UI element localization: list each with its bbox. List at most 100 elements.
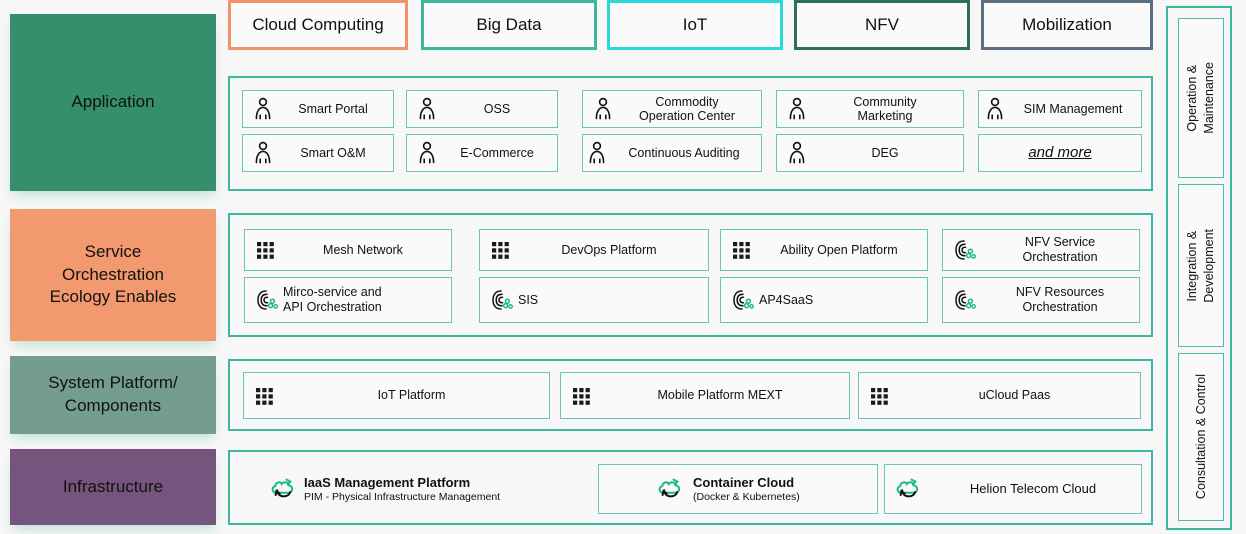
- sys-item-ucloud-paas[interactable]: uCloud Paas: [858, 372, 1141, 419]
- svc-item-ability-open-platform[interactable]: Ability Open Platform: [720, 229, 928, 271]
- person-icon: [587, 141, 607, 165]
- inf-item-helion-telecom-cloud[interactable]: Helion Telecom Cloud: [884, 464, 1142, 514]
- person-icon: [985, 97, 1005, 121]
- orchestration-icon: [255, 287, 283, 313]
- person-icon: [253, 141, 273, 165]
- app-item-label: Commodity Operation Center: [639, 94, 735, 123]
- rail-item-label: Integration & Development: [1185, 228, 1216, 303]
- app-item-sim-management[interactable]: SIM Management: [978, 90, 1142, 128]
- app-item-label: E-Commerce: [460, 145, 534, 160]
- person-icon: [593, 97, 613, 121]
- app-item-e-commerce[interactable]: E-Commerce: [406, 134, 558, 172]
- grid-dots-icon: [490, 240, 510, 260]
- rail-item-consultation-control[interactable]: Consultation & Control: [1178, 353, 1224, 521]
- person-icon: [253, 97, 273, 121]
- domain-tag-label: Cloud Computing: [252, 15, 384, 34]
- orchestration-icon: [490, 287, 518, 313]
- domain-tag-label: Mobilization: [1022, 15, 1112, 34]
- domain-tag-mobilization[interactable]: Mobilization: [981, 0, 1153, 50]
- layer-label-text: System Platform/ Components: [48, 373, 178, 415]
- app-item-label: and more: [1028, 144, 1092, 161]
- sys-item-label: IoT Platform: [377, 388, 446, 402]
- app-item-label: OSS: [483, 101, 511, 116]
- svc-item-label: Mesh Network: [323, 242, 403, 257]
- app-item-label: Smart Portal: [298, 101, 368, 116]
- sys-item-iot-platform[interactable]: IoT Platform: [243, 372, 550, 419]
- app-item-oss[interactable]: OSS: [406, 90, 558, 128]
- sys-item-mobile-platform-mext[interactable]: Mobile Platform MEXT: [560, 372, 850, 419]
- person-icon: [417, 141, 437, 165]
- grid-dots-icon: [869, 386, 889, 406]
- domain-tag-label: Big Data: [476, 15, 542, 34]
- inf-item-container-cloud[interactable]: Container Cloud (Docker & Kubernetes): [598, 464, 878, 514]
- layer-label-text: Infrastructure: [62, 476, 164, 496]
- app-item-deg[interactable]: DEG: [776, 134, 964, 172]
- right-rail: Operation & Maintenance Integration & De…: [1166, 6, 1232, 530]
- svc-item-nfv-resources-orchestration[interactable]: NFV Resources Orchestration: [942, 277, 1140, 323]
- app-item-label: Continuous Auditing: [628, 145, 740, 160]
- infrastructure-panel: IaaS Management Platform PIM - Physical …: [228, 450, 1153, 525]
- svc-item-label: AP4SaaS: [759, 292, 814, 307]
- grid-dots-icon: [571, 386, 591, 406]
- svc-item-label: Mirco-service and API Orchestration: [283, 285, 382, 314]
- app-item-continuous-auditing[interactable]: Continuous Auditing: [582, 134, 762, 172]
- domain-tag-label: IoT: [682, 15, 708, 34]
- svc-item-label: NFV Service Orchestration: [1022, 235, 1098, 264]
- rail-item-label: Operation & Maintenance: [1185, 62, 1216, 134]
- svc-item-ap4saas[interactable]: AP4SaaS: [720, 277, 928, 323]
- person-icon: [787, 97, 807, 121]
- app-item-commodity-operation-center[interactable]: Commodity Operation Center: [582, 90, 762, 128]
- cloud-refresh-icon: [270, 476, 300, 502]
- rail-item-operation-maintenance[interactable]: Operation & Maintenance: [1178, 18, 1224, 178]
- domain-tag-nfv[interactable]: NFV: [794, 0, 970, 50]
- layer-label-infrastructure: Infrastructure: [10, 449, 216, 525]
- layer-label-text: Service Orchestration Ecology Enables: [49, 242, 177, 307]
- svc-item-microservice-api-orchestration[interactable]: Mirco-service and API Orchestration: [244, 277, 452, 323]
- inf-item-title: IaaS Management Platform: [304, 474, 471, 490]
- inf-item-title: Container Cloud: [693, 474, 795, 490]
- app-item-and-more[interactable]: and more: [978, 134, 1142, 172]
- inf-item-iaas-management-platform[interactable]: IaaS Management Platform PIM - Physical …: [260, 464, 590, 514]
- person-icon: [787, 141, 807, 165]
- inf-item-subtitle: PIM - Physical Infrastructure Management: [304, 490, 501, 503]
- orchestration-icon: [953, 287, 981, 313]
- cloud-refresh-icon: [657, 476, 687, 502]
- svc-item-label: DevOps Platform: [561, 242, 657, 257]
- inf-item-subtitle: (Docker & Kubernetes): [693, 490, 800, 503]
- grid-dots-icon: [254, 386, 274, 406]
- domain-tag-label: NFV: [865, 15, 899, 34]
- orchestration-icon: [953, 237, 981, 263]
- rail-item-integration-development[interactable]: Integration & Development: [1178, 184, 1224, 347]
- app-item-label: SIM Management: [1023, 101, 1123, 116]
- layer-label-application: Application: [10, 14, 216, 191]
- svc-item-label: Ability Open Platform: [780, 242, 898, 257]
- sys-item-label: uCloud Paas: [978, 388, 1051, 402]
- app-item-smart-om[interactable]: Smart O&M: [242, 134, 394, 172]
- cloud-refresh-icon: [895, 476, 925, 502]
- svc-item-devops-platform[interactable]: DevOps Platform: [479, 229, 709, 271]
- domain-tag-iot[interactable]: IoT: [607, 0, 783, 50]
- domain-tag-cloud-computing[interactable]: Cloud Computing: [228, 0, 408, 50]
- service-orchestration-panel: Mesh Network DevOps Platform Ability Ope…: [228, 213, 1153, 337]
- grid-dots-icon: [731, 240, 751, 260]
- system-platform-panel: IoT Platform Mobile Platform MEXT uCloud…: [228, 359, 1153, 431]
- app-item-community-marketing[interactable]: Community Marketing: [776, 90, 964, 128]
- grid-dots-icon: [255, 240, 275, 260]
- sys-item-label: Mobile Platform MEXT: [657, 388, 783, 402]
- svc-item-label: SIS: [518, 292, 539, 307]
- svc-item-nfv-service-orchestration[interactable]: NFV Service Orchestration: [942, 229, 1140, 271]
- domain-tag-big-data[interactable]: Big Data: [421, 0, 597, 50]
- layer-label-system-platform: System Platform/ Components: [10, 356, 216, 434]
- layer-label-text: Application: [71, 92, 155, 112]
- application-panel: Smart Portal OSS Commodity Operation Cen…: [228, 76, 1153, 191]
- person-icon: [417, 97, 437, 121]
- orchestration-icon: [731, 287, 759, 313]
- svc-item-mesh-network[interactable]: Mesh Network: [244, 229, 452, 271]
- inf-item-title: Helion Telecom Cloud: [969, 481, 1097, 496]
- layer-label-service-orchestration: Service Orchestration Ecology Enables: [10, 209, 216, 341]
- app-item-label: DEG: [871, 145, 899, 160]
- svc-item-label: NFV Resources Orchestration: [1015, 285, 1105, 314]
- app-item-smart-portal[interactable]: Smart Portal: [242, 90, 394, 128]
- svc-item-sis[interactable]: SIS: [479, 277, 709, 323]
